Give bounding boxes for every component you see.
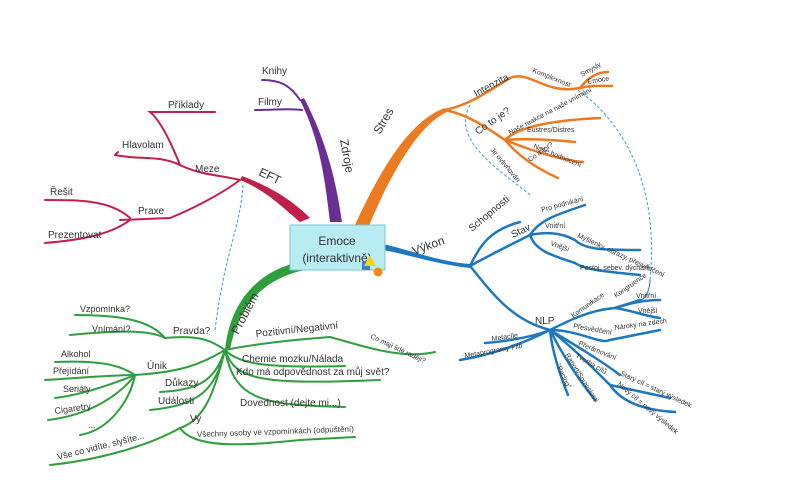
stres-label: Stres — [370, 105, 396, 136]
prezentovat-label: Prezentovat — [48, 230, 102, 241]
k-vnejsi-label: Vnější — [638, 308, 658, 315]
metacile-label: Metacíle — [491, 332, 518, 343]
branch-vykon[interactable]: Výkon Schopnosti Stav Pro podnikání Vnit… — [383, 194, 693, 436]
branch-zdroje[interactable]: Zdroje Knihy Filmy — [254, 66, 357, 222]
emoce-label: Emoce — [587, 75, 610, 86]
vy-label: Vy — [190, 414, 201, 425]
postoj-label: Postoj, sebev. dýchání — [580, 265, 650, 272]
dukazy-label: Důkazy — [165, 377, 198, 389]
vzpominka-label: Vzpomínka? — [80, 304, 130, 314]
osoby-label: Všechny osoby ve vzpomínkách (odpuštění) — [197, 425, 355, 439]
branch-problem[interactable]: Problém Pravda? Vzpomínka? Vnímání? Únik… — [44, 262, 436, 466]
udalosti-label: Události — [158, 396, 194, 407]
odpovednost-label: Kdo má odpovědnost za můj svět? — [236, 366, 390, 378]
serialy-label: Seriály — [63, 384, 91, 394]
vykon-label: Výkon — [410, 233, 446, 258]
priklady-label: Příklady — [168, 100, 204, 111]
vnimani-label: Vnímání? — [92, 324, 131, 334]
intenzita-label: Intenzita — [472, 72, 511, 100]
eustres-label: Eustres/Distres — [527, 127, 575, 134]
k-vnitrni-label: Vnitřní — [636, 293, 656, 300]
praxe-label: Praxe — [138, 206, 165, 217]
pro-podnikani-label: Pro podnikání — [541, 196, 585, 214]
alkohol-label: Alkohol — [61, 349, 91, 359]
vnitrni-label: Vnitřní — [545, 223, 565, 230]
filmy-label: Filmy — [258, 97, 282, 108]
nlp-label: NLP — [535, 316, 555, 327]
knihy-label: Knihy — [262, 66, 287, 77]
resit-label: Řešit — [50, 185, 73, 198]
zdroje-label: Zdroje — [337, 138, 357, 174]
relation-link — [214, 184, 244, 331]
dots-label: ... — [88, 420, 96, 430]
pravda-label: Pravda? — [173, 326, 211, 337]
central-node[interactable]: Emoce (interaktivně) — [289, 224, 386, 277]
hlavolam-label: Hlavolam — [122, 140, 164, 151]
komunikace-label: Komunikace — [570, 292, 606, 320]
pacing-label: "Pacing" — [554, 363, 572, 390]
metaprogramy-label: Metaprogramy-Filtr — [464, 343, 524, 360]
chemie-label: Chemie mozku/Nálada — [242, 354, 344, 365]
prejidani-label: Přejídání — [53, 366, 90, 376]
unik-label: Únik — [147, 359, 168, 372]
central-subtitle: (interaktivně) — [302, 251, 371, 265]
shapes-icon — [362, 255, 383, 277]
branch-eft[interactable]: EFT Meze Příklady Hlavolam Praxe Řešit P… — [44, 100, 310, 244]
meze-label: Meze — [195, 164, 220, 175]
vnejsi-label: Vnější — [549, 240, 570, 253]
dovednost-label: Dovednost (dejte mi...) — [240, 398, 341, 409]
cigaretry-label: Cigaretry — [54, 401, 92, 416]
central-title: Emoce — [318, 234, 356, 248]
